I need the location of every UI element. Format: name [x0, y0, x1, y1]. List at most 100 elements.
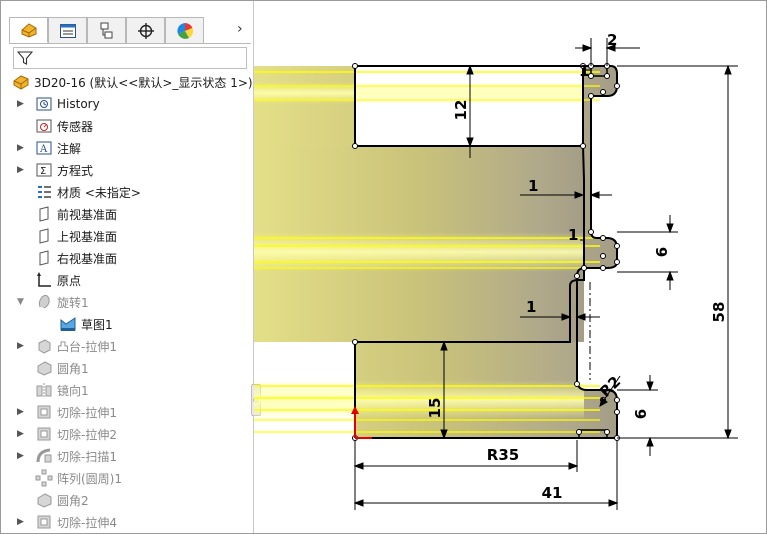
tree-item[interactable]: 阵列(圆周)1 — [1, 467, 253, 489]
tree-item-label: 凸台-拉伸1 — [57, 339, 117, 354]
tree-item[interactable]: ▶ A 注解 — [1, 137, 253, 159]
chevron-right-icon[interactable]: ▶ — [17, 143, 24, 153]
dim-1-lower[interactable]: 1 — [526, 298, 536, 316]
chevron-right-icon[interactable]: › — [237, 21, 243, 37]
tree-item-label: 右视基准面 — [57, 251, 118, 266]
tree-item-label: 圆角2 — [57, 493, 89, 508]
tree-item-label: 上视基准面 — [57, 229, 118, 244]
crosshair-icon — [137, 22, 154, 39]
display-manager-tab[interactable] — [165, 17, 204, 43]
dim-15[interactable]: 15 — [426, 398, 444, 419]
tree-item[interactable]: 上视基准面 — [1, 225, 253, 247]
tree-item[interactable]: 传感器 — [1, 115, 253, 137]
feature-manager-tab[interactable] — [9, 17, 48, 43]
chevron-down-icon[interactable]: ▼ — [17, 297, 24, 307]
tree-item-label: 材质 <未指定> — [57, 185, 141, 200]
configuration-manager-tab[interactable] — [87, 17, 126, 43]
mirror-icon — [36, 383, 52, 398]
equation-icon: Σ — [36, 163, 52, 177]
tree-item[interactable]: ▶ 切除-拉伸2 — [1, 423, 253, 445]
dim-58[interactable]: 58 — [710, 302, 728, 323]
chevron-right-icon[interactable]: ▶ — [17, 165, 24, 175]
extrude-icon — [38, 339, 51, 354]
property-manager-icon — [59, 23, 76, 38]
tree-item[interactable]: 草图1 — [1, 313, 253, 335]
tree-root[interactable]: 3D20-16 (默认<<默认>_显示状态 1>) — [1, 71, 253, 93]
svg-text:A: A — [39, 144, 48, 155]
plane-icon — [39, 206, 49, 222]
cut-extrude-icon — [37, 427, 51, 441]
dim-6-upper[interactable]: 6 — [653, 247, 671, 257]
manager-tabs — [9, 17, 209, 44]
tree-item[interactable]: 原点 — [1, 269, 253, 291]
graphics-area[interactable]: 2 12 1 1 1 6 1 58 R2 6 15 R35 41 — [254, 1, 765, 533]
tree-item[interactable]: ▶ 切除-拉伸4 — [1, 511, 253, 533]
property-manager-tab[interactable] — [48, 17, 87, 43]
origin-icon — [37, 272, 51, 287]
tree-item[interactable]: ▼旋转1 — [1, 291, 253, 313]
fillet-icon — [37, 361, 52, 376]
tree-item-label: 切除-扫描1 — [57, 449, 117, 464]
circular-pattern-icon — [35, 469, 53, 487]
tree-item[interactable]: 镜向1 — [1, 379, 253, 401]
tree-item-label: 原点 — [57, 273, 82, 288]
dim-1-middle[interactable]: 1 — [528, 177, 538, 195]
tree-item[interactable]: 圆角2 — [1, 489, 253, 511]
chevron-right-icon[interactable]: ▶ — [17, 407, 24, 417]
chevron-right-icon[interactable]: ▶ — [17, 429, 24, 439]
material-icon — [38, 186, 51, 198]
tree-item[interactable]: ▶ 凸台-拉伸1 — [1, 335, 253, 357]
tree-item-label: 前视基准面 — [57, 207, 118, 222]
tree-item-label: 草图1 — [81, 317, 113, 332]
display-manager-icon — [176, 22, 193, 39]
dim-r35[interactable]: R35 — [487, 446, 519, 464]
tree-item[interactable]: 圆角1 — [1, 357, 253, 379]
cut-extrude-icon — [37, 515, 51, 529]
tree-item[interactable]: 前视基准面 — [1, 203, 253, 225]
tree-item-label: 圆角1 — [57, 361, 89, 376]
filter-icon — [17, 51, 33, 65]
dim-1-groove[interactable]: 1 — [568, 226, 578, 244]
filter-bar[interactable] — [13, 47, 247, 69]
chevron-right-icon[interactable]: ▶ — [17, 99, 24, 109]
tree-item-label: 镜向1 — [57, 383, 89, 398]
tree-item[interactable]: 右视基准面 — [1, 247, 253, 269]
cut-sweep-icon — [36, 448, 52, 463]
tree-item-label: 切除-拉伸1 — [57, 405, 117, 420]
tree-item-label: 方程式 — [57, 163, 94, 178]
cut-extrude-icon — [37, 405, 51, 419]
part-icon — [13, 75, 29, 90]
chevron-right-icon[interactable]: ▶ — [17, 451, 24, 461]
dim-12[interactable]: 12 — [452, 100, 470, 121]
tree-item-label: 阵列(圆周)1 — [57, 471, 122, 486]
tree-item-label: 切除-拉伸2 — [57, 427, 117, 442]
tree-item-label: 传感器 — [57, 119, 94, 134]
tree-item[interactable]: ▶ Σ 方程式 — [1, 159, 253, 181]
tabs-divider — [9, 43, 251, 44]
tree-item[interactable]: ▶ 切除-扫描1 — [1, 445, 253, 467]
dim-6-lower[interactable]: 6 — [632, 409, 650, 419]
dim-2[interactable]: 2 — [607, 31, 617, 49]
chevron-right-icon[interactable]: ▶ — [17, 341, 24, 351]
history-icon — [36, 97, 52, 111]
sensor-icon — [36, 119, 52, 133]
tree-item[interactable]: ▶ 切除-拉伸1 — [1, 401, 253, 423]
dimxpert-tab[interactable] — [126, 17, 165, 43]
dimensions — [353, 38, 738, 510]
revolve-icon — [38, 294, 50, 309]
tree-item[interactable]: 材质 <未指定> — [1, 181, 253, 203]
tree-item-label: History — [57, 97, 100, 111]
tree-item-label: 切除-拉伸4 — [57, 515, 117, 530]
chevron-right-icon[interactable]: ▶ — [17, 517, 24, 527]
tree-root-label: 3D20-16 (默认<<默认>_显示状态 1>) — [34, 75, 253, 90]
feature-manager-panel: › 3D20-16 (默认<<默认>_显示状态 1>) ▶ History 传感器 ▶… — [1, 1, 254, 533]
tree-item-label: 注解 — [57, 141, 82, 156]
dim-41[interactable]: 41 — [542, 484, 563, 502]
tree-item[interactable]: ▶ History — [1, 93, 253, 115]
dim-1-top[interactable]: 1 — [579, 62, 589, 80]
sketch-icon — [60, 317, 76, 331]
revolved-body — [254, 66, 617, 438]
sketch-profile — [354, 65, 618, 439]
annotation-icon: A — [36, 141, 52, 155]
plane-icon — [39, 228, 49, 244]
